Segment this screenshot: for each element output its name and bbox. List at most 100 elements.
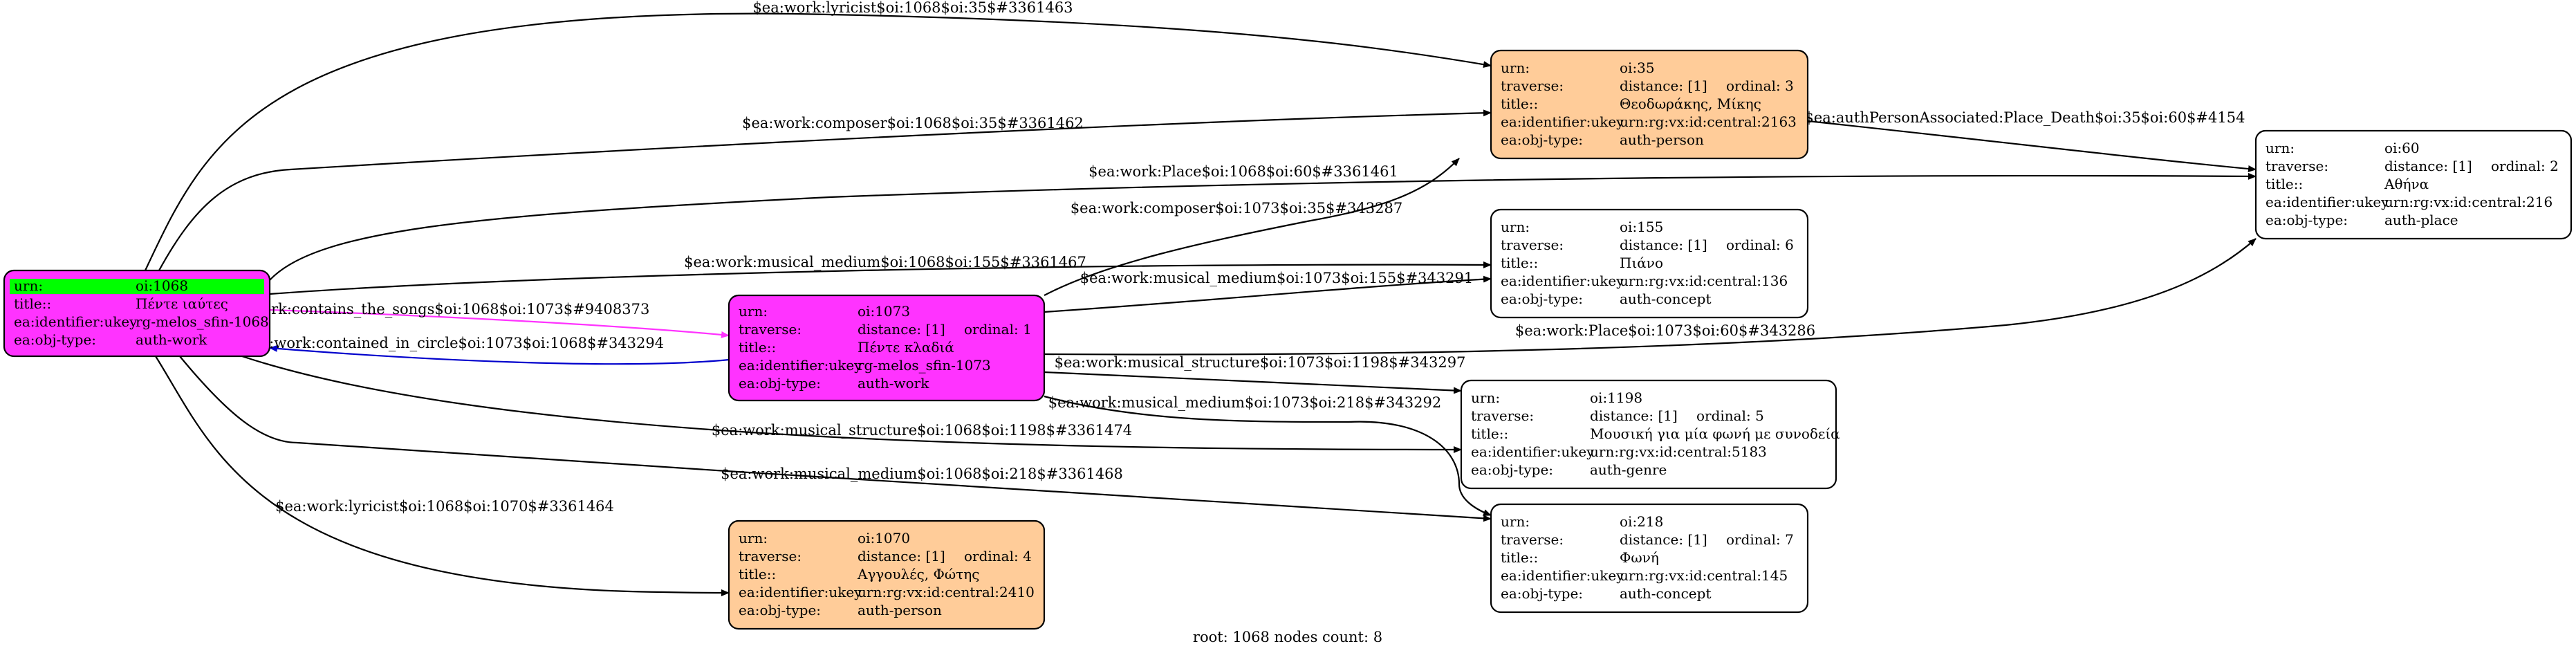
node-field-value: ordinal: 4: [964, 548, 1032, 564]
graph-edge: $ea:work:musical_medium$oi:1068$oi:155$#…: [269, 254, 1492, 295]
edge-label: $ea:work:musical_medium$oi:1073$oi:218$#…: [1048, 394, 1441, 411]
node-field-key: title::: [739, 339, 776, 356]
node-box: [1490, 503, 1809, 614]
node-field-value: Φωνή: [1620, 549, 1659, 566]
graph-edge: $ea:work:musical_structure$oi:1073$oi:11…: [1044, 354, 1465, 394]
node-field-key: traverse:: [739, 321, 801, 338]
node-field-value: Μουσική για μία φωνή με συνοδεία: [1590, 425, 1840, 442]
node-field-key: title::: [1471, 425, 1508, 442]
root-highlight: [10, 279, 264, 294]
node-field-key: ea:identifier:ukey: [2265, 194, 2389, 210]
node-box: [1490, 208, 1809, 319]
node-field-value: ordinal: 6: [1726, 237, 1794, 253]
edge-label: $ea:work:Place$oi:1068$oi:60$#3361461: [1088, 163, 1398, 180]
node-field-key: urn:: [2265, 140, 2295, 156]
edge-line: [155, 356, 730, 596]
node-field-value: oi:1198: [1590, 389, 1642, 406]
node-box: [1490, 49, 1809, 160]
node-field-value: auth-concept: [1620, 291, 1711, 307]
node-field-key: traverse:: [1501, 237, 1564, 253]
node-field-value: auth-person: [1620, 131, 1704, 148]
graph-edge: I2: $ea:work:contains_the_songs$oi:1068$…: [194, 301, 730, 338]
node-field-key: traverse:: [1501, 77, 1564, 94]
node-field-key: ea:obj-type:: [2265, 212, 2348, 228]
node-field-value: distance: [1]: [1590, 407, 1678, 424]
node-field-value: distance: [1]: [1620, 237, 1707, 253]
graph-edge: $ea:work:Place$oi:1068$oi:60$#3361461: [269, 163, 2257, 281]
node-field-key: traverse:: [2265, 158, 2328, 174]
node-field-value: urn:rg:vx:id:central:2163: [1620, 113, 1797, 130]
node-field-value: Πέντε κλαδιά: [858, 339, 954, 356]
node-field-value: auth-work: [136, 331, 207, 348]
node-field-value: auth-work: [858, 375, 929, 392]
graph-footer: root: 1068 nodes count: 8: [1193, 629, 1382, 645]
edge-line: [241, 355, 1462, 453]
node-field-value: Πέντε ιαύτες: [136, 295, 228, 312]
graph-edge: 2: $ea:work:contained_in_circle$oi:1073$…: [224, 335, 730, 365]
graph-edge: $ea:work:Place$oi:1073$oi:60$#343286: [1044, 238, 2257, 356]
edge-line: [158, 109, 1492, 271]
node-field-value: rg-melos_sfin-1068: [136, 313, 269, 330]
edge-line: [269, 261, 1492, 295]
edge-line: [1044, 395, 1492, 517]
node-field-value: Αγγουλές, Φώτης: [857, 566, 979, 582]
edge-line: [179, 356, 1492, 522]
edge-line: [145, 12, 1492, 271]
node-field-key: ea:obj-type:: [739, 602, 821, 618]
node-field-value: Αθήνα: [2384, 176, 2429, 192]
node-field-value: urn:rg:vx:id:central:145: [1620, 567, 1788, 584]
node-field-key: ea:identifier:ukey: [14, 313, 138, 330]
edge-label: $ea:work:lyricist$oi:1068$oi:35$#3361463: [752, 0, 1073, 16]
node-field-value: ordinal: 7: [1726, 531, 1794, 548]
node-field-key: title::: [739, 566, 776, 582]
graph-edge: $ea:work:musical_medium$oi:1073$oi:218$#…: [1044, 394, 1492, 517]
node-field-value: oi:60: [2384, 140, 2420, 156]
graph-edge: $ea:work:composer$oi:1068$oi:35$#3361462: [158, 109, 1492, 271]
node-field-key: traverse:: [1471, 407, 1534, 424]
edges-layer: $ea:work:lyricist$oi:1068$oi:35$#3361463…: [145, 0, 2257, 596]
node-field-value: urn:rg:vx:id:central:2410: [858, 584, 1035, 600]
node-field-key: ea:obj-type:: [739, 375, 821, 392]
node-field-key: ea:obj-type:: [1471, 461, 1553, 478]
node-field-value: oi:1068: [136, 277, 188, 294]
node-field-key: ea:obj-type:: [1501, 291, 1583, 307]
edge-line: [1044, 275, 1492, 313]
node-field-key: title::: [2265, 176, 2303, 192]
graph-edge: $ea:work:lyricist$oi:1068$oi:35$#3361463: [145, 0, 1492, 271]
node-field-value: distance: [1]: [858, 321, 945, 338]
node-field-value: urn:rg:vx:id:central:216: [2384, 194, 2552, 210]
node-field-value: distance: [1]: [2384, 158, 2472, 174]
node-box: [728, 294, 1046, 402]
edge-label: $ea:work:composer$oi:1068$oi:35$#3361462: [742, 115, 1084, 131]
node-field-key: title::: [1501, 549, 1538, 566]
node-field-value: oi:35: [1620, 59, 1655, 76]
edge-line: [269, 172, 2257, 281]
edge-line: [269, 344, 730, 365]
node-field-value: ordinal: 3: [1726, 77, 1794, 94]
node-field-value: auth-person: [858, 602, 942, 618]
node-field-value: urn:rg:vx:id:central:136: [1620, 273, 1788, 289]
edge-label: 2: $ea:work:contained_in_circle$oi:1073$…: [224, 335, 664, 351]
node-field-value: ordinal: 2: [2491, 158, 2559, 174]
node-field-key: traverse:: [1501, 531, 1564, 548]
node-field-key: title::: [1501, 95, 1538, 112]
node-field-value: auth-concept: [1620, 585, 1711, 602]
node-field-key: ea:identifier:ukey: [739, 357, 862, 374]
edge-line: [269, 309, 730, 338]
node-field-key: traverse:: [739, 548, 801, 564]
node-field-key: ea:obj-type:: [1501, 585, 1583, 602]
node-field-key: ea:obj-type:: [1501, 131, 1583, 148]
graph-node-60[interactable]: urn: oi:60 traverse: distance: [1] ordinal: …: [2254, 129, 2573, 240]
edge-label: $ea:work:musical_medium$oi:1073$oi:155$#…: [1080, 270, 1473, 286]
node-field-value: ordinal: 5: [1696, 407, 1764, 424]
node-field-value: oi:218: [1620, 513, 1663, 530]
node-field-key: ea:obj-type:: [14, 331, 96, 348]
